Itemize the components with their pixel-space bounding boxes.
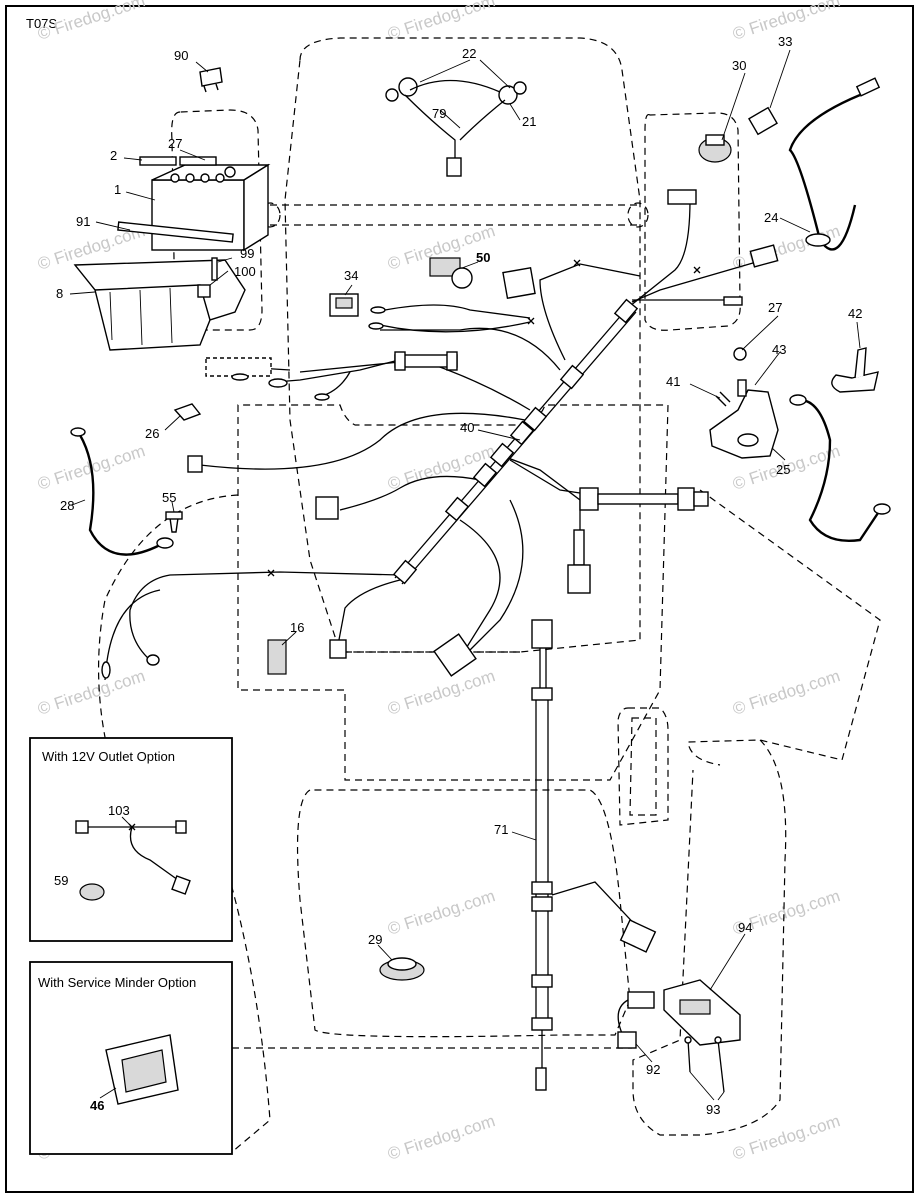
inset-12v-callout-103: 103 [108,803,130,818]
watermark: © Firedog.com [730,666,842,719]
part-92 [617,991,655,1049]
callout-28: 28 [60,498,74,513]
callout-50: 50 [476,250,490,265]
part-29 [379,957,425,981]
watermark: © Firedog.com [385,886,497,939]
main-harness [104,199,771,681]
callout-25: 25 [776,462,790,477]
callout-24: 24 [764,210,778,225]
starter-solenoid [709,347,879,459]
watermark: © Firedog.com [385,441,497,494]
leader-lines [69,49,861,1101]
callout-43: 43 [772,342,786,357]
inset-12v-callout-59: 59 [54,873,68,888]
inset-service-title: With Service Minder Option [38,975,196,990]
chassis-outline [98,37,881,1153]
part-94 [663,979,741,1046]
callout-27b: 27 [768,300,782,315]
callout-16: 16 [290,620,304,635]
callout-33: 33 [778,34,792,49]
inset-12v-outlet: With 12V Outlet Option 103 59 [29,737,233,942]
callout-94: 94 [738,920,752,935]
diagram-code: T07S [26,16,57,31]
part-16 [267,639,287,675]
part-28-cable [70,427,174,556]
watermark: © Firedog.com [385,1111,497,1164]
callout-42: 42 [848,306,862,321]
part-90 [199,67,223,93]
callout-91: 91 [76,214,90,229]
watermark: © Firedog.com [730,1111,842,1164]
watermark: © Firedog.com [385,666,497,719]
part-34 [329,293,359,317]
part-25-cable [789,394,891,542]
part-33 [748,106,778,136]
callout-1: 1 [114,182,121,197]
inset-12v-title: With 12V Outlet Option [42,749,175,764]
callout-41: 41 [666,374,680,389]
callout-26: 26 [145,426,159,441]
callout-21: 21 [522,114,536,129]
inset-service-minder: With Service Minder Option 46 [29,961,233,1155]
part-55 [165,511,183,533]
callout-90: 90 [174,48,188,63]
callout-55: 55 [162,490,176,505]
callout-40: 40 [460,420,474,435]
callout-30: 30 [732,58,746,73]
part-26 [173,403,202,421]
callout-71: 71 [494,822,508,837]
callout-22: 22 [462,46,476,61]
harness-connectors [187,189,779,677]
callout-100: 100 [234,264,256,279]
battery-assembly [73,156,271,351]
callout-92: 92 [646,1062,660,1077]
part-50 [429,257,473,289]
callout-99: 99 [240,246,254,261]
callout-29: 29 [368,932,382,947]
part-93 [684,1036,725,1093]
headlight-harness [385,77,527,177]
part-24-cable [788,77,881,251]
diagram-frame [5,5,914,1193]
callout-93: 93 [706,1102,720,1117]
watermark: © Firedog.com [35,666,147,719]
callout-79: 79 [432,106,446,121]
ground-leads [101,654,160,679]
callout-labels: 90 27 2 1 91 99 100 8 22 79 21 30 33 24 … [56,34,862,1117]
part-30 [698,134,732,163]
inset-service-callout-46: 46 [90,1098,104,1113]
part-71-harness [531,619,657,1091]
callout-2: 2 [110,148,117,163]
callout-27: 27 [168,136,182,151]
callout-34: 34 [344,268,358,283]
callout-8: 8 [56,286,63,301]
